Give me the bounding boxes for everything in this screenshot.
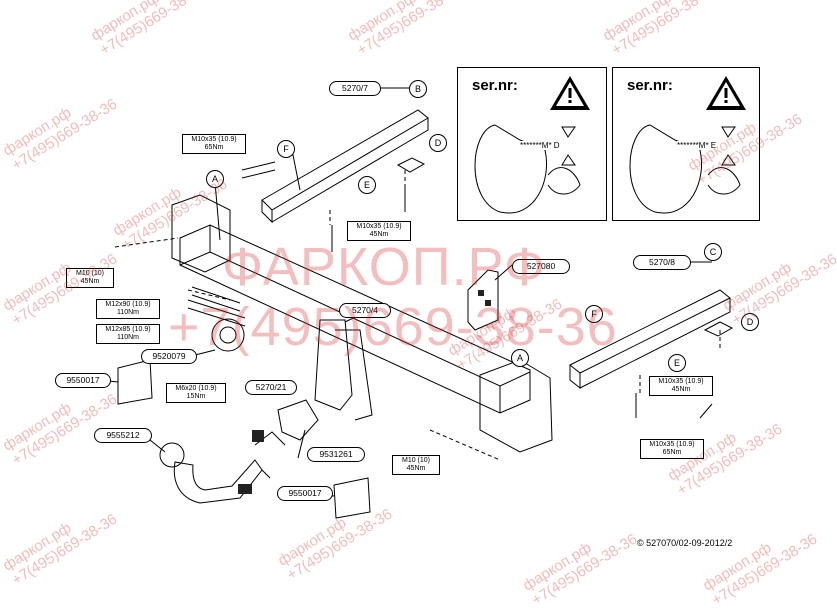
callout-a-left: A [206,170,224,188]
part-5270-21: 5270/21 [245,380,297,395]
watermark-site: ФАРКОП.РФ [222,237,547,297]
torque-box-3: M10 (10)45Nm [66,268,114,288]
warning-triangles [550,76,746,110]
callout-d-right: D [741,313,759,331]
part-5270-4: 5270/4 [339,303,391,318]
serial-title-left: ser.nr: [472,77,518,94]
watermark-phone: +7(495)669-38-36 [168,297,618,357]
callout-f-right: F [585,305,603,323]
callout-e-left: E [358,176,376,194]
part-9531261: 9531261 [307,447,365,462]
tow-ball [159,442,185,468]
part-9550017-b: 9550017 [277,486,333,501]
tow-ball-neck [173,459,263,504]
torque-box-4: M12x90 (10.9)110Nm [96,299,160,319]
copyright-text: © 527070/02-09-2012/2 [637,538,733,548]
left-bracket [261,109,429,211]
serial-code-left: *******M* D [520,141,560,150]
leader-lines [114,170,721,461]
callout-b: B [409,80,427,98]
callout-e-right: E [668,354,686,372]
serial-code-right: *******M* E [677,141,717,150]
torque-box-7: M10 (10)45Nm [392,455,440,475]
callout-c: C [704,243,722,261]
part-9555212: 9555212 [94,428,152,443]
connector-9531261 [277,399,319,441]
serial-panel-left [457,67,607,221]
serial-title-right: ser.nr: [627,77,673,94]
torque-box-1: M10x35 (10.9)65Nm [182,134,246,154]
torque-box-9: M10x35 (10.9)65Nm [640,439,704,459]
callout-d-left: D [429,134,447,152]
part-5270-7: 5270/7 [329,81,381,96]
torque-box-8: M10x35 (10.9)45Nm [649,376,713,396]
torque-box-6: M6x20 (10.9)15Nm [166,383,226,403]
torque-box-2: M10x35 (10.9)45Nm [347,221,411,241]
part-527080: 527080 [512,259,570,274]
serial-panel-right [612,67,760,221]
callout-a-right: A [511,349,529,367]
part-9520079: 9520079 [141,349,197,364]
torque-box-5: M12x85 (10.9)110Nm [96,324,160,344]
part-5270-8: 5270/8 [633,255,691,270]
part-9550017-a: 9550017 [55,373,111,388]
callout-f-left: F [277,140,295,158]
bolts [187,161,713,419]
